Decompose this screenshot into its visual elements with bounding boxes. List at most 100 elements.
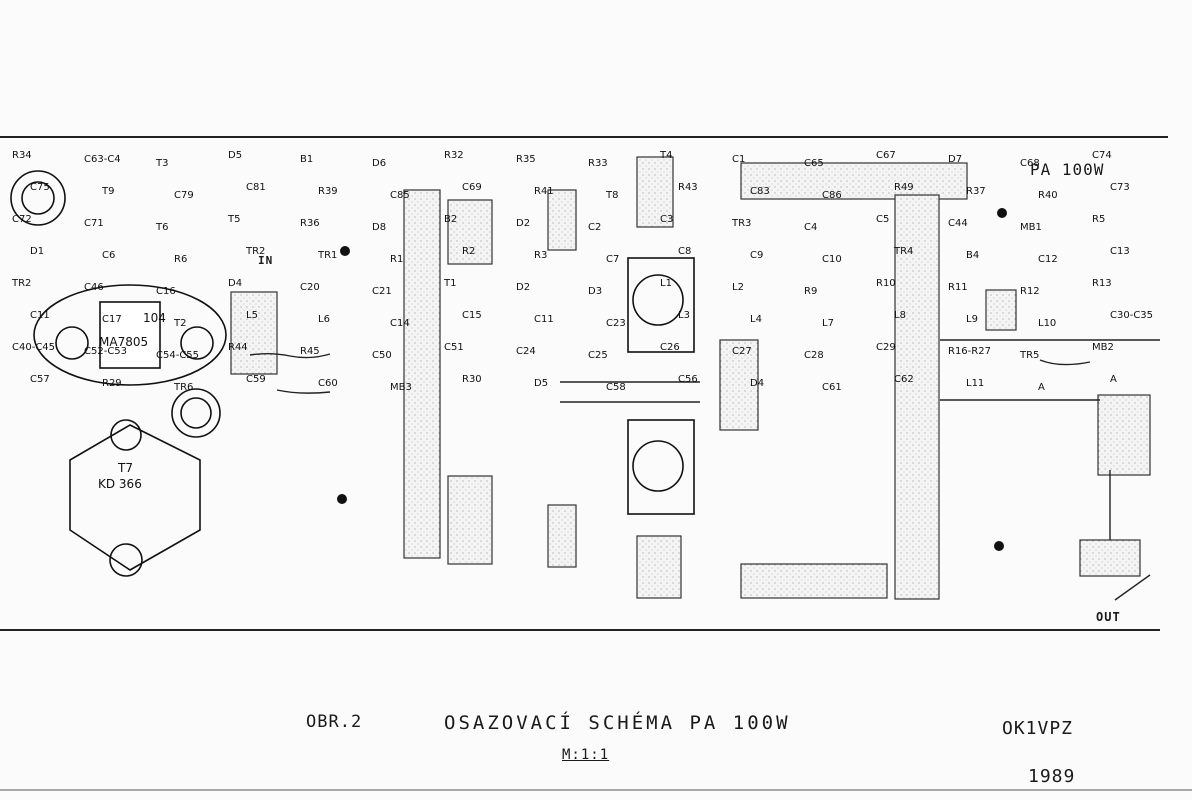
part-label: R35	[516, 154, 536, 165]
mounting-hole	[337, 494, 347, 504]
part-label: C61	[822, 382, 842, 393]
part-label: L4	[750, 314, 762, 325]
part-label: C29	[876, 342, 896, 353]
diode-ky-label: KD 366	[98, 477, 142, 491]
part-label: D2	[516, 218, 530, 229]
part-label: C71	[84, 218, 104, 229]
part-label: C16	[156, 286, 176, 297]
part-label: C7	[606, 254, 619, 265]
part-label: C3	[660, 214, 673, 225]
part-label: D8	[372, 222, 386, 233]
part-label: C74	[1092, 150, 1112, 161]
transistor-t7-label: T7	[117, 461, 133, 475]
part-label: R13	[1092, 278, 1112, 289]
part-label: D5	[228, 150, 242, 161]
part-label: L2	[732, 282, 744, 293]
part-label: C21	[372, 286, 392, 297]
part-label: D5	[534, 378, 548, 389]
part-label: C28	[804, 350, 824, 361]
part-label: C60	[318, 378, 338, 389]
part-label: C79	[174, 190, 194, 201]
part-label: R3	[534, 250, 547, 261]
part-label: C86	[822, 190, 842, 201]
mounting-hole	[994, 541, 1004, 551]
part-label: C81	[246, 182, 266, 193]
part-label: B4	[966, 250, 979, 261]
part-label: T8	[605, 190, 618, 201]
part-label: C25	[588, 350, 608, 361]
part-label: R11	[948, 282, 968, 293]
part-label: C6	[102, 250, 115, 261]
part-label: L7	[822, 318, 834, 329]
part-label: L3	[678, 310, 690, 321]
part-label: R36	[300, 218, 320, 229]
part-label: R44	[228, 342, 248, 353]
part-label: B2	[444, 214, 457, 225]
part-label: T6	[155, 222, 168, 233]
part-label: C62	[894, 374, 914, 385]
part-label: C58	[606, 382, 626, 393]
part-label: MB3	[390, 382, 412, 393]
part-label: A	[1110, 374, 1117, 385]
mounting-hole	[997, 208, 1007, 218]
part-label: R41	[534, 186, 554, 197]
part-label: R40	[1038, 190, 1058, 201]
part-label: R34	[12, 150, 32, 161]
part-label: C27	[732, 346, 752, 357]
part-label: TR1	[317, 250, 337, 261]
part-label: MB2	[1092, 342, 1114, 353]
part-label: R45	[300, 346, 320, 357]
part-label: C9	[750, 250, 763, 261]
part-label: R37	[966, 186, 986, 197]
part-label: C13	[1110, 246, 1130, 257]
part-label: R43	[678, 182, 698, 193]
part-label: C44	[948, 218, 968, 229]
part-label: B1	[300, 154, 313, 165]
part-label: R10	[876, 278, 896, 289]
year: 1989	[1028, 766, 1076, 787]
part-label: A	[1038, 382, 1045, 393]
part-label: C4	[804, 222, 817, 233]
part-label: C20	[300, 282, 320, 293]
part-label: R2	[462, 246, 475, 257]
part-label: C11	[30, 310, 50, 321]
part-label: D4	[228, 278, 242, 289]
callsign: OK1VPZ	[1002, 718, 1074, 739]
part-label: C75	[30, 182, 50, 193]
part-label: C40-C45	[12, 342, 55, 353]
part-label: TR2	[11, 278, 31, 289]
part-label: TR6	[173, 382, 193, 393]
output-label: OUT	[1096, 610, 1121, 624]
part-label: R49	[894, 182, 914, 193]
part-label: R29	[102, 378, 122, 389]
part-label: C15	[462, 310, 482, 321]
part-label: TR4	[893, 246, 913, 257]
regulator-pin-label: 104	[143, 311, 166, 325]
regulator-label: MA7805	[99, 335, 148, 349]
part-label: C30-C35	[1110, 310, 1153, 321]
part-label: C68	[1020, 158, 1040, 169]
part-label: C65	[804, 158, 824, 169]
part-label: R39	[318, 186, 338, 197]
part-label: D6	[372, 158, 386, 169]
part-label: C83	[750, 186, 770, 197]
part-label: C85	[390, 190, 410, 201]
part-label: C63-C4	[84, 154, 121, 165]
part-label: R16-R27	[948, 346, 991, 357]
part-label: C54-C55	[156, 350, 199, 361]
part-label: R5	[1092, 214, 1105, 225]
part-label: C23	[606, 318, 626, 329]
part-label: T5	[227, 214, 240, 225]
part-label: L8	[894, 310, 906, 321]
schematic-title: OSAZOVACÍ SCHÉMA PA 100W	[444, 712, 791, 734]
part-label: C52-C53	[84, 346, 127, 357]
part-label: L10	[1038, 318, 1056, 329]
part-label: C11	[534, 314, 554, 325]
part-label: L6	[318, 314, 330, 325]
part-label: L5	[246, 310, 258, 321]
part-label: R9	[804, 286, 817, 297]
part-label: C5	[876, 214, 889, 225]
part-label: C51	[444, 342, 464, 353]
part-label: C56	[678, 374, 698, 385]
